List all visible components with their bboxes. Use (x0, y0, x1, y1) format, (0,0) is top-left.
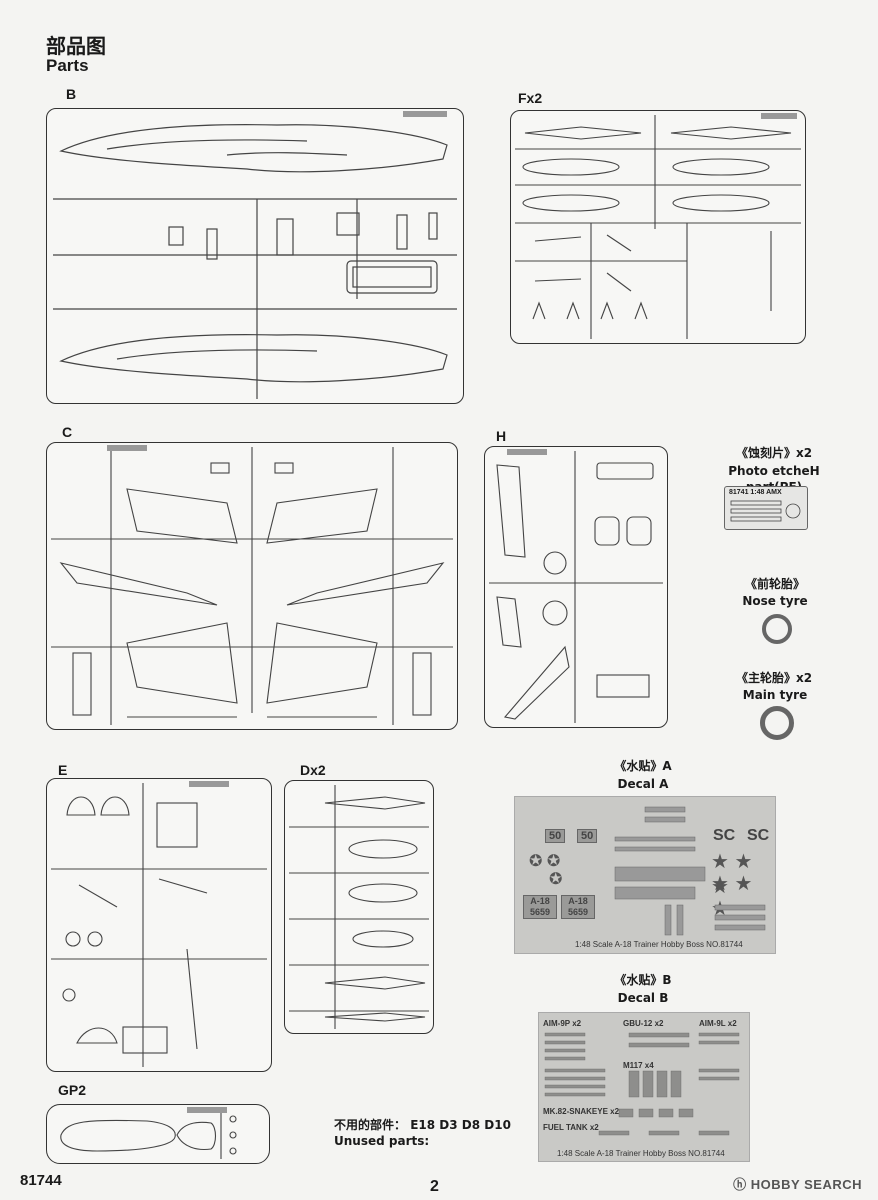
unused-parts-list: E18 D3 D8 D10 (410, 1118, 511, 1132)
photo-etch-fret: 81741 1:48 AMX (724, 486, 808, 530)
decal-b-caption-en: Decal B (617, 991, 669, 1005)
decal-b-caption-cn: 《水贴》B (614, 973, 672, 987)
sprue-c (46, 442, 458, 730)
sprue-label-f: Fx2 (518, 90, 543, 106)
sprue-label-h: H (496, 428, 507, 444)
nose-tyre (762, 614, 792, 644)
unused-label-cn: 不用的部件： E18 D3 D8 D10 (334, 1118, 511, 1132)
sprue-h-drawing (489, 449, 663, 723)
decal-a-50-2: 50 (577, 829, 598, 843)
decal-a-50-1: 50 (545, 829, 566, 843)
decal-a-sc-2: SC (747, 827, 770, 844)
decal-a-footer: 1:48 Scale A-18 Trainer Hobby Boss NO.81… (575, 940, 743, 949)
decal-a-caption-en: Decal A (617, 777, 669, 791)
decal-b-fuel: FUEL TANK x2 (543, 1123, 599, 1132)
star-icon: ✪ (549, 871, 563, 888)
decal-b-gbu12: GBU-12 x2 (623, 1019, 664, 1028)
sprue-b (46, 108, 464, 404)
page-number: 2 (430, 1178, 439, 1195)
decal-a-sc-1: SC (713, 827, 736, 844)
sprue-label-c: C (62, 424, 73, 440)
decal-b-m117: M117 x4 (623, 1061, 654, 1070)
main-tyre-caption-en: Main tyre (742, 688, 808, 702)
decal-sheet-b: AIM-9P x2 GBU-12 x2 AIM-9L x2 M117 x4 MK… (538, 1012, 750, 1162)
nose-tyre-caption-en: Nose tyre (742, 594, 808, 608)
decal-b-drawing (544, 1032, 740, 1136)
sprue-label-b: B (66, 86, 77, 102)
main-tyre-caption-cn: 《主轮胎》x2 (735, 671, 813, 685)
decal-a-drawing (614, 806, 766, 936)
decal-b-mk82: MK.82-SNAKEYE x2 (543, 1107, 620, 1116)
watermark-icon: ⓗ (733, 1177, 747, 1192)
nose-tyre-caption-cn: 《前轮胎》 (744, 577, 805, 591)
decal-b-aim9l: AIM-9L x2 (699, 1019, 737, 1028)
page-title-en: Parts (46, 56, 89, 75)
sprue-label-gp: GP2 (58, 1082, 87, 1098)
main-tyre (760, 706, 794, 740)
sprue-label-e: E (58, 762, 68, 778)
sprue-f-drawing (515, 113, 801, 339)
star-icon: ✪ ✪ (529, 853, 561, 870)
star-icon: ★ ★ ★ (711, 851, 753, 898)
sprue-gp (46, 1104, 270, 1164)
pe-fret-drawing (730, 500, 801, 522)
sprue-e (46, 778, 272, 1072)
pe-caption-cn: 《蚀刻片》x2 (735, 446, 813, 460)
sprue-e-drawing (51, 781, 267, 1067)
decal-b-footer: 1:48 Scale A-18 Trainer Hobby Boss NO.81… (557, 1149, 725, 1158)
sprue-d-drawing (289, 785, 429, 1029)
sprue-d (284, 780, 434, 1034)
sprue-c-drawing (51, 445, 453, 725)
decal-b-aim9p: AIM-9P x2 (543, 1019, 582, 1028)
decal-a-caption-cn: 《水贴》A (614, 759, 672, 773)
sprue-label-d: Dx2 (300, 762, 326, 778)
sprue-gp-drawing (60, 1107, 237, 1159)
kit-number: 81744 (20, 1172, 62, 1189)
sprue-b-drawing (53, 111, 457, 399)
pe-fret-code: 81741 1:48 AMX (729, 489, 782, 496)
sprue-h (484, 446, 668, 728)
page-title-cn: 部品图 (46, 34, 106, 58)
sprue-f (510, 110, 806, 344)
watermark: ⓗ HOBBY SEARCH (733, 1177, 862, 1192)
unused-label-en: Unused parts: (334, 1134, 430, 1148)
